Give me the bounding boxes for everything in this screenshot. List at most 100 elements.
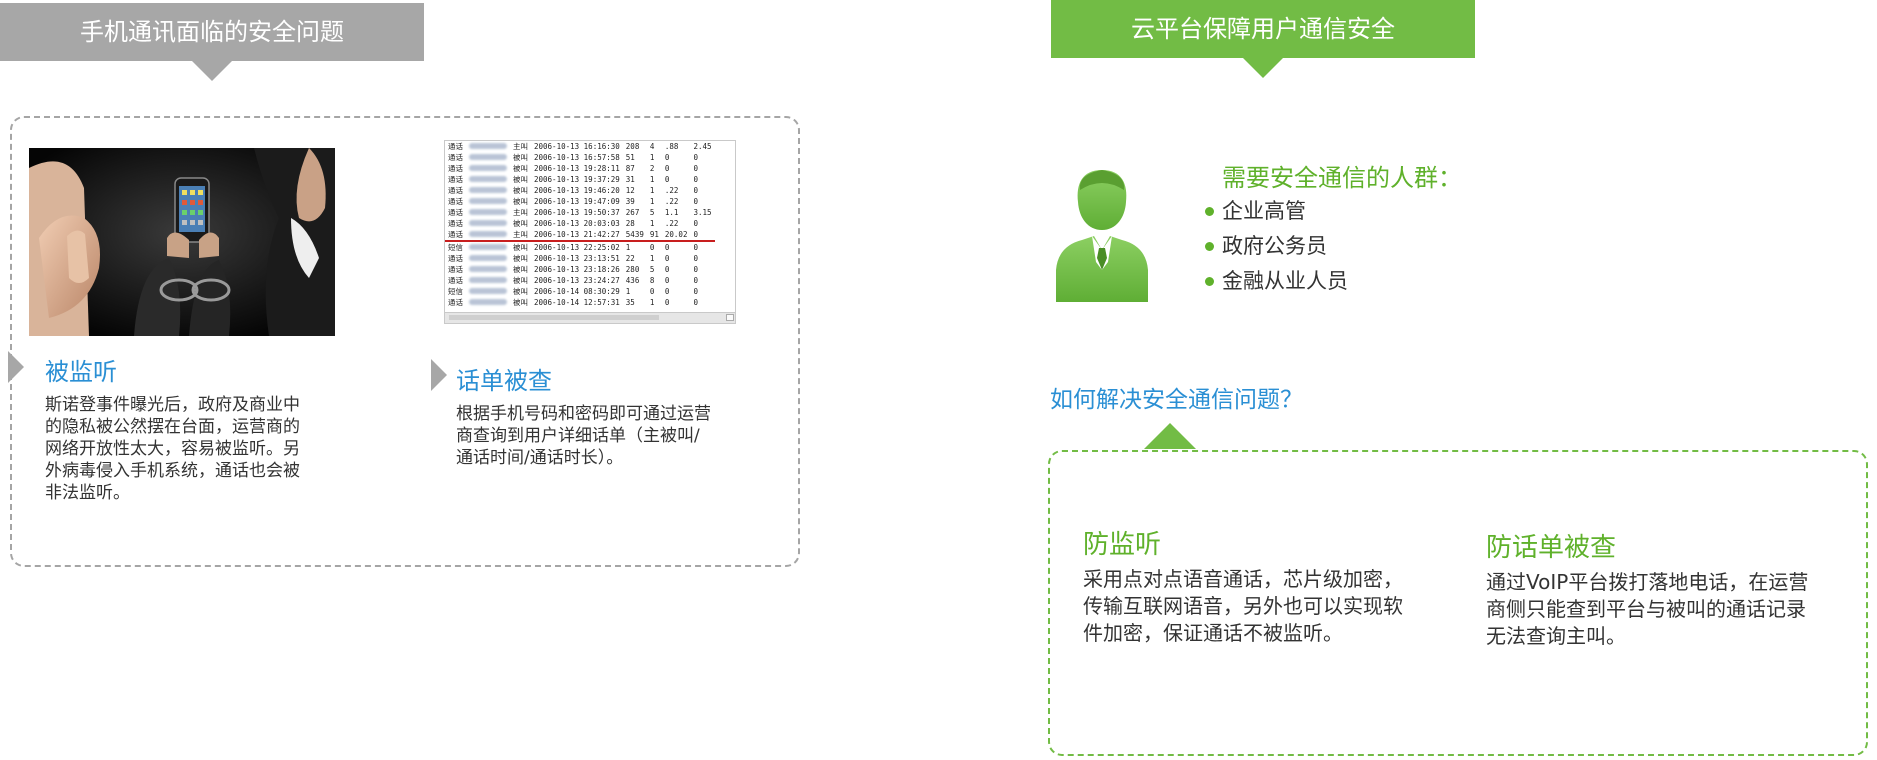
call-log-cell: 0: [693, 197, 698, 206]
call-log-cell: 208: [625, 142, 640, 151]
call-log-cell: 5: [649, 265, 655, 274]
blurred-number: [466, 229, 510, 242]
blurred-number: [466, 174, 510, 185]
call-log-cell: .88: [664, 142, 679, 151]
problems-box: [10, 116, 800, 567]
call-log-cell: 0: [664, 254, 670, 263]
call-log-cell: 0: [693, 276, 698, 285]
call-log-cell: .22: [664, 197, 679, 206]
call-log-cell: 1: [649, 175, 655, 184]
call-log-cell: 被叫: [513, 298, 528, 307]
audience-title: 需要安全通信的人群：: [1222, 164, 1462, 192]
call-log-scroll-thumb: [449, 315, 659, 320]
call-log-cell: 0: [649, 243, 655, 252]
call-log-cell: 3.15: [693, 208, 712, 217]
call-records-desc: 根据手机号码和密码即可通过运营 商查询到用户详细话单（主被叫/ 通话时间/通话时…: [456, 403, 756, 469]
anti-record-desc-line: 商侧只能查到平台与被叫的通话记录: [1486, 597, 1806, 621]
call-log-cell: 被叫: [513, 265, 528, 274]
eavesdropping-photo: [29, 148, 335, 336]
call-log-cell: 0: [690, 229, 715, 242]
blurred-number: [466, 275, 510, 286]
call-log-cell: 通话: [448, 254, 463, 263]
call-records-desc-line: 根据手机号码和密码即可通过运营: [456, 404, 711, 424]
call-log-cell: 通话: [448, 265, 463, 274]
call-log-cell: .22: [664, 219, 679, 228]
eavesdrop-desc-line: 网络开放性太大，容易被监听。另: [45, 439, 300, 459]
anti-record-desc-line: 无法查询主叫。: [1486, 624, 1626, 648]
anti-eavesdrop-title: 防监听: [1083, 530, 1162, 560]
call-log-cell: 被叫: [513, 197, 528, 206]
item-arrow-icon: [8, 351, 24, 383]
anti-record-desc-line: 通过VoIP平台拨打落地电话，在运营: [1486, 570, 1809, 594]
call-log-cell: 被叫: [513, 153, 528, 162]
blurred-number: [466, 152, 510, 163]
call-log-cell: 被叫: [513, 243, 528, 252]
call-log-cell: 被叫: [513, 254, 528, 263]
call-log-scrollbar: [445, 312, 735, 323]
scroll-right-icon: [726, 314, 734, 321]
audience-item: 金融从业人员: [1205, 266, 1348, 301]
call-log-cell: 0: [693, 298, 698, 307]
audience-list: 企业高管 政府公务员 金融从业人员: [1205, 196, 1348, 301]
call-log-cell: 短信: [448, 287, 463, 296]
call-log-cell: 22: [625, 254, 635, 263]
call-log-cell: 267: [625, 208, 640, 217]
solution-banner-title: 云平台保障用户通信安全: [1131, 15, 1395, 43]
call-log-cell: 通话: [448, 142, 463, 151]
call-log-cell: 2006-10-14 12:57:31: [534, 298, 620, 307]
call-log-cell: 51: [625, 153, 635, 162]
solution-banner: 云平台保障用户通信安全: [1051, 0, 1475, 78]
audience-item: 企业高管: [1205, 196, 1348, 231]
blurred-number: [466, 185, 510, 196]
call-log-cell: 2006-10-13 23:18:26: [534, 265, 620, 274]
call-log-cell: 2006-10-14 08:30:29: [534, 287, 620, 296]
call-log-cell: 2006-10-13 20:03:03: [534, 219, 620, 228]
call-log-cell: 4: [649, 142, 655, 151]
anti-record-title: 防话单被查: [1486, 533, 1617, 563]
call-log-cell: 通话: [448, 186, 463, 195]
call-log-cell: 1: [649, 186, 655, 195]
call-log-cell: 20.02: [661, 229, 691, 242]
call-log-cell: 通话: [448, 298, 463, 307]
call-log-cell: 0: [693, 186, 698, 195]
call-log-cell: 通话: [448, 208, 463, 217]
eavesdrop-desc: 斯诺登事件曝光后，政府及商业中 的隐私被公然摆在台面，运营商的 网络开放性太大，…: [45, 394, 345, 504]
call-log-cell: 2006-10-13 16:57:58: [534, 153, 620, 162]
call-log-cell: 1: [649, 197, 655, 206]
call-log-cell: 0: [664, 164, 670, 173]
call-log-cell: 0: [693, 153, 698, 162]
call-log-cell: 2006-10-13 16:16:30: [534, 142, 620, 151]
blurred-number: [466, 163, 510, 174]
audience-item: 政府公务员: [1205, 231, 1348, 266]
call-log-cell: 31: [625, 175, 635, 184]
businessman-icon: [1052, 166, 1152, 306]
call-log-cell: 短信: [448, 243, 463, 252]
anti-eavesdrop-desc-line: 传输互联网语音，另外也可以实现软: [1083, 594, 1403, 618]
call-log-cell: 通话: [448, 197, 463, 206]
call-log-cell: 280: [625, 265, 640, 274]
call-log-cell: 主叫: [513, 208, 528, 217]
call-log-cell: 12: [625, 186, 635, 195]
call-log-cell: 39: [625, 197, 635, 206]
call-log-cell: 主叫: [510, 229, 531, 242]
problems-banner-arrow: [192, 61, 232, 81]
call-records-desc-line: 商查询到用户详细话单（主被叫/: [456, 426, 700, 446]
call-log-cell: 被叫: [513, 175, 528, 184]
call-log-cell: 0: [664, 243, 670, 252]
call-log-cell: 0: [693, 254, 698, 263]
call-log-cell: 2006-10-13 19:37:29: [534, 175, 620, 184]
eavesdrop-desc-line: 非法监听。: [45, 483, 130, 503]
